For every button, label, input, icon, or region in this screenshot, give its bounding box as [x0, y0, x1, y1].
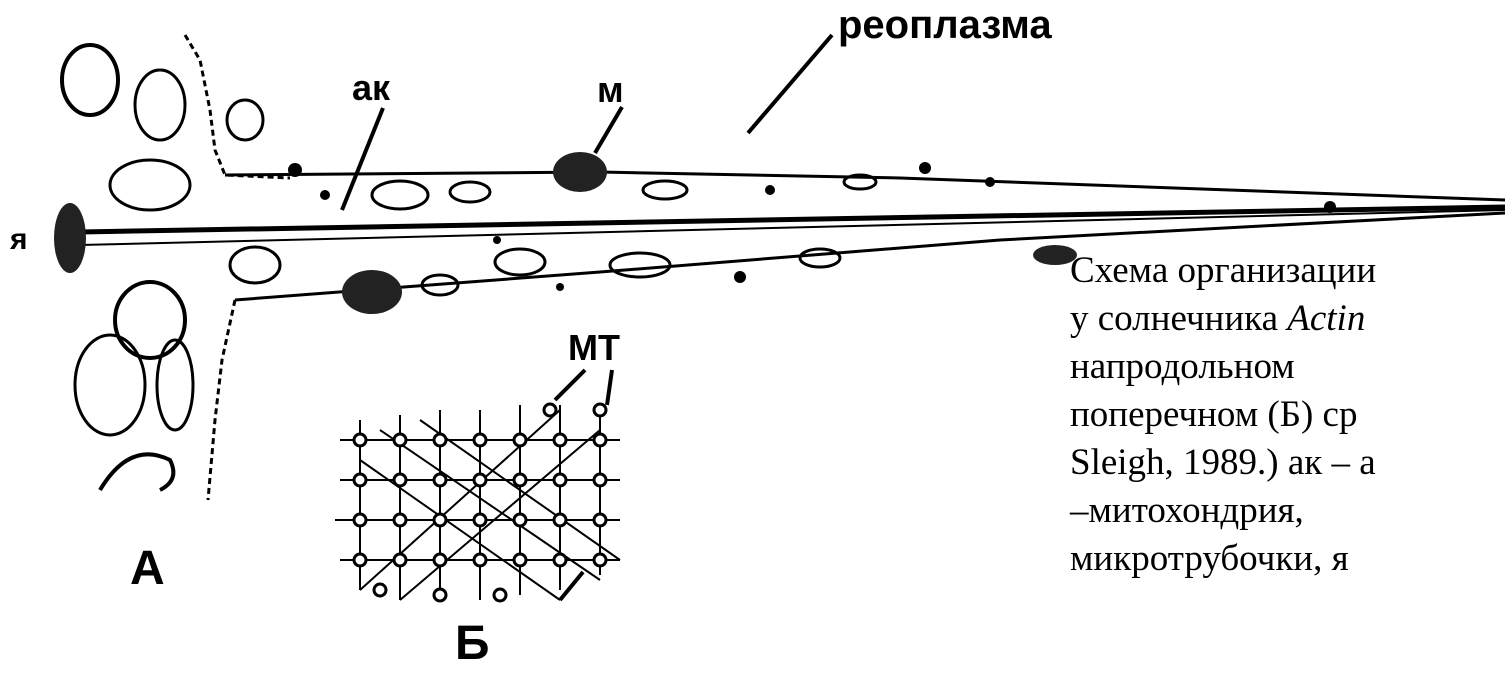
vacuole [372, 181, 428, 209]
vacuole [800, 249, 840, 267]
caption-line-6: –митохондрия, [1070, 487, 1505, 535]
label-panel-b: Б [455, 620, 490, 668]
caption-line-4: поперечном (Б) ср [1070, 391, 1505, 439]
vacuole [75, 335, 145, 435]
vacuole [610, 253, 670, 277]
dense-body [227, 100, 263, 140]
nucleus-blob [54, 203, 86, 273]
caption-word: митохондрия, [1089, 490, 1304, 531]
label-panel-a: А [130, 545, 165, 593]
leader-ak [342, 108, 383, 210]
caption-species-name: Actin [1287, 298, 1365, 339]
figure-caption: Схема организации у солнечника Actin нап… [1070, 247, 1505, 583]
caption-line-5: Sleigh, 1989.) ак – а [1070, 439, 1505, 487]
label-reoplasma: реоплазма [838, 5, 1052, 45]
caption-word: продольном [1106, 346, 1295, 387]
mitochondrion [553, 152, 607, 192]
caption-line-7: микротрубочки, я [1070, 535, 1505, 583]
caption-text: у солнечника [1070, 298, 1287, 339]
leader-mt-2 [607, 370, 612, 405]
label-axoneme: ак [352, 70, 390, 106]
leader-m [595, 107, 622, 153]
vacuole [450, 182, 490, 202]
caption-line-1: Схема организации [1070, 247, 1505, 295]
cell-body-outline-lower [208, 300, 235, 500]
label-microtubules: МТ [568, 330, 620, 366]
vacuole [643, 181, 687, 199]
caption-line-2: у солнечника Actin [1070, 295, 1505, 343]
dense-body [62, 45, 118, 115]
caption-word: – [1070, 490, 1089, 531]
mitochondrion [342, 270, 402, 314]
vacuole [230, 247, 280, 283]
panel-b-lattice [335, 404, 620, 601]
dense-body [115, 282, 185, 358]
caption-line-3: напродольном [1070, 343, 1505, 391]
leader-lines [342, 35, 832, 600]
leader-mt-1 [560, 572, 583, 600]
leader-reoplasma [748, 35, 832, 133]
vacuole [110, 160, 190, 210]
caption-word: на [1070, 346, 1106, 387]
label-nucleus: я [10, 225, 28, 255]
cell-body-outline [185, 35, 290, 178]
vacuole [495, 249, 545, 275]
leader-mt-3 [555, 370, 585, 400]
vacuole [100, 454, 173, 490]
vacuole [135, 70, 185, 140]
label-mitochondrion: м [597, 72, 624, 108]
